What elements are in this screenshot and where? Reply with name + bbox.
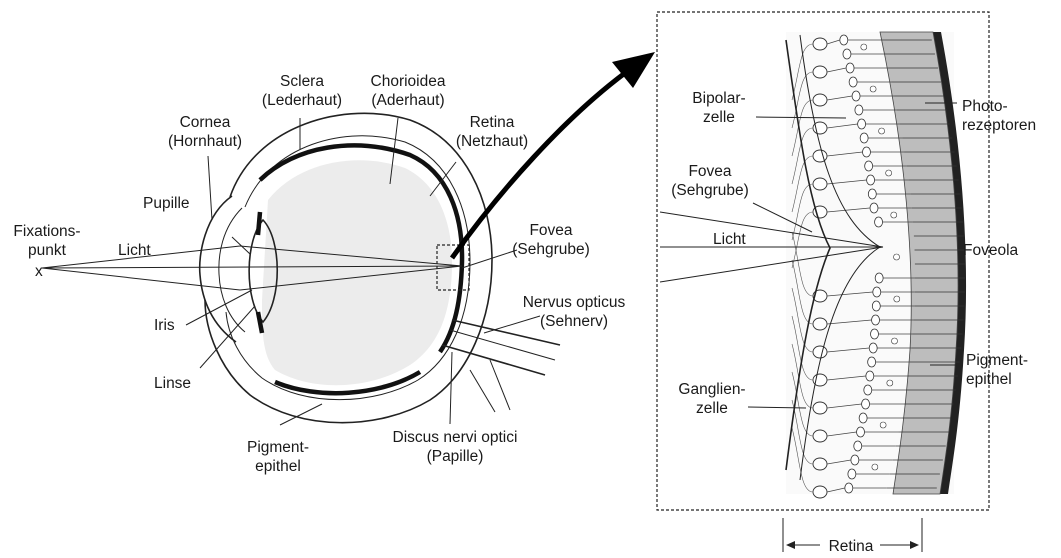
retina-scale-label: Retina (829, 538, 874, 555)
svg-text:Pupille: Pupille (143, 195, 190, 212)
svg-text:Fovea(Sehgrube): Fovea(Sehgrube) (512, 222, 590, 258)
eye-label-nervus-opticus: Nervus opticus(Sehnerv) (523, 294, 626, 330)
svg-text:Discus nervi optici(Papille): Discus nervi optici(Papille) (393, 429, 518, 465)
svg-text:Nervus opticus(Sehnerv): Nervus opticus(Sehnerv) (523, 294, 626, 330)
eye-label-chorioidea: Chorioidea(Aderhaut) (371, 73, 446, 109)
svg-text:Photo-rezeptoren: Photo-rezeptoren (962, 98, 1036, 134)
retina-label-photorezeptoren: Photo-rezeptoren (962, 98, 1036, 134)
eyeball (200, 113, 560, 422)
retina-label-pigmentepithel: Pigment-epithel (966, 352, 1028, 388)
svg-text:Fixations-punkt: Fixations-punkt (13, 223, 80, 259)
svg-text:Ganglien-zelle: Ganglien-zelle (678, 381, 745, 417)
retina-label-bipolarzelle: Bipolar-zelle (692, 90, 745, 126)
eye-label-fovea: Fovea(Sehgrube) (512, 222, 590, 258)
eye-label-linse: Linse (154, 375, 191, 392)
svg-text:Pigment-epithel: Pigment-epithel (966, 352, 1028, 388)
retina-label-licht: Licht (713, 231, 746, 248)
svg-text:Fovea(Sehgrube): Fovea(Sehgrube) (671, 163, 749, 199)
eye-label-fixationspunkt: Fixations-punkt (13, 223, 80, 259)
svg-text:Pigment-epithel: Pigment-epithel (247, 439, 309, 475)
svg-text:Chorioidea(Aderhaut): Chorioidea(Aderhaut) (371, 73, 446, 109)
svg-text:Cornea(Hornhaut): Cornea(Hornhaut) (168, 114, 242, 150)
eye-label-sclera: Sclera(Lederhaut) (262, 73, 342, 109)
eye-label-pupille: Pupille (143, 195, 190, 212)
retina-label-fovea: Fovea(Sehgrube) (671, 163, 749, 199)
eye-label-iris: Iris (154, 317, 175, 334)
eye-label-pigmentepithel: Pigment-epithel (247, 439, 309, 475)
svg-text:Sclera(Lederhaut): Sclera(Lederhaut) (262, 73, 342, 109)
fixation-point-mark: x (35, 263, 43, 280)
eye-label-licht: Licht (118, 242, 151, 259)
retina-label-foveola: Foveola (963, 242, 1019, 259)
retina-label-ganglienzelle: Ganglien-zelle (678, 381, 745, 417)
retina-section (786, 32, 966, 498)
svg-text:Retina(Netzhaut): Retina(Netzhaut) (456, 114, 528, 150)
eye-label-cornea: Cornea(Hornhaut) (168, 114, 242, 150)
svg-text:Bipolar-zelle: Bipolar-zelle (692, 90, 745, 126)
eye-label-discus: Discus nervi optici(Papille) (393, 429, 518, 465)
eye-label-retina: Retina(Netzhaut) (456, 114, 528, 150)
